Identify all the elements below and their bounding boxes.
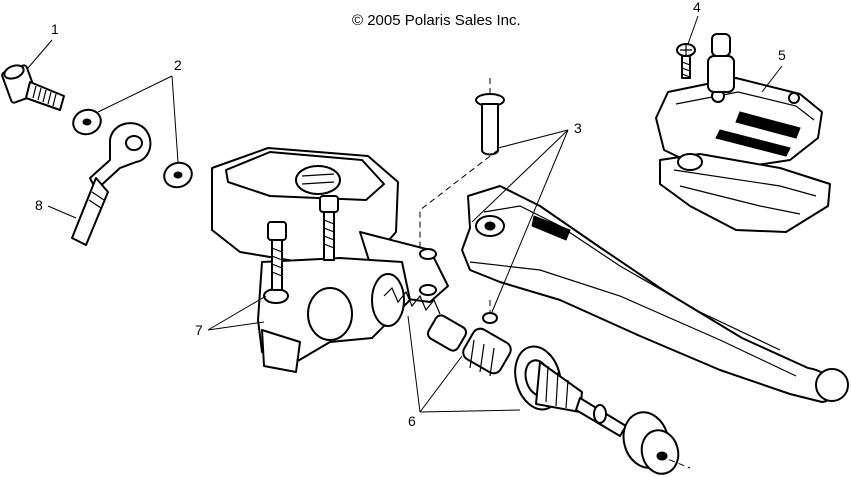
handlebar-clamp (257, 257, 411, 373)
reservoir-diaphragm (659, 153, 831, 233)
master-cylinder-body (211, 147, 449, 303)
piston-axis-guide (659, 455, 691, 469)
sealing-washer-lower (163, 161, 193, 189)
banjo-bolt (1, 64, 65, 111)
push-rod (575, 397, 627, 437)
callout-2: 2 (174, 57, 182, 73)
reservoir-cover (655, 77, 823, 173)
clamp-screw-right (319, 195, 339, 261)
brake-lever (461, 185, 849, 403)
cover-screw (676, 43, 696, 79)
piston (426, 314, 512, 377)
callout-3: 3 (574, 120, 582, 136)
callout-8: 8 (35, 197, 43, 213)
brake-line-fitting (71, 122, 152, 246)
piston-spring (383, 286, 441, 315)
sealing-washer-upper (72, 108, 102, 136)
callout-6: 6 (408, 413, 416, 429)
pin-alignment-guide (419, 149, 499, 312)
copyright-notice: © 2005 Polaris Sales Inc. (352, 12, 521, 29)
callout-4: 4 (693, 0, 701, 15)
callout-5: 5 (778, 47, 786, 63)
push-rod-adjuster (622, 411, 680, 475)
cover-plunger (707, 33, 735, 93)
pivot-pin (475, 78, 505, 156)
callout-1: 1 (51, 21, 59, 37)
clamp-screw-left (267, 221, 287, 291)
pivot-pin-clip (482, 312, 498, 324)
leader-lines (27, 15, 783, 413)
callout-7: 7 (195, 322, 203, 338)
